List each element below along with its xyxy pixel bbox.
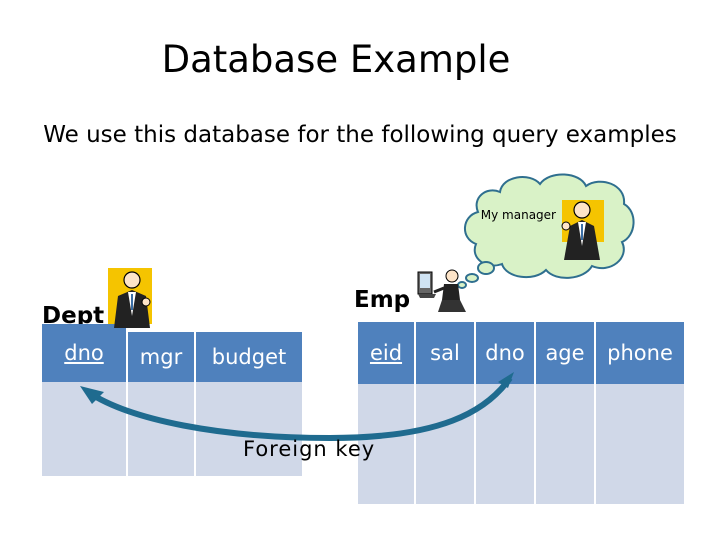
emp-header-sal: sal bbox=[416, 322, 476, 384]
emp-cell-age bbox=[536, 384, 596, 504]
emp-header-eid: eid bbox=[358, 322, 416, 384]
emp-header-age: age bbox=[536, 322, 596, 384]
dept-cell-dno bbox=[42, 382, 128, 476]
emp-cell-eid bbox=[358, 384, 416, 504]
manager-figure-icon bbox=[561, 200, 604, 260]
emp-cell-phone bbox=[596, 384, 684, 504]
emp-header-dno: dno bbox=[476, 322, 536, 384]
employee-at-computer-icon bbox=[417, 269, 466, 312]
slide-title: Database Example bbox=[161, 38, 511, 81]
emp-cell-sal bbox=[416, 384, 476, 504]
thought-bubble-text: My manager bbox=[480, 208, 556, 222]
emp-table-label: Emp bbox=[354, 287, 411, 313]
foreign-key-label: Foreign key bbox=[243, 437, 376, 461]
dept-header-budget: budget bbox=[196, 332, 304, 382]
dept-header-mgr: mgr bbox=[128, 332, 196, 382]
emp-header-phone: phone bbox=[596, 322, 684, 384]
emp-table: eid sal dno age phone bbox=[358, 322, 684, 504]
manager-figure-icon bbox=[108, 268, 152, 328]
dept-table: dno mgr budget bbox=[42, 324, 304, 476]
dept-header-dno: dno bbox=[42, 324, 128, 382]
slide-subtitle: We use this database for the following q… bbox=[43, 122, 677, 148]
